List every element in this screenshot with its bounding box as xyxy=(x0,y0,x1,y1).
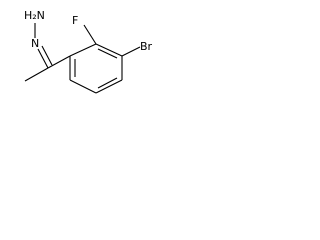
structure-canvas: H₂N N F Br xyxy=(0,0,170,107)
atom-label-h2n: H₂N xyxy=(24,9,45,22)
atom-label-f: F xyxy=(72,14,78,27)
molecule-structure: H₂N N F Br xyxy=(24,9,153,94)
bond-ring-inner-1 xyxy=(97,48,118,59)
atom-label-n: N xyxy=(31,37,39,50)
atom-label-br: Br xyxy=(140,40,153,53)
bond-c-f xyxy=(83,24,97,45)
bond-ring-c1-c2 xyxy=(69,43,97,57)
bonds xyxy=(24,23,141,94)
bond-c-br xyxy=(121,46,141,57)
bond-n-c-imine-double xyxy=(41,45,53,66)
bond-c-methyl xyxy=(24,67,49,82)
bond-ring-inner-2 xyxy=(97,77,118,89)
bond-ring-c2-c3 xyxy=(95,43,123,57)
bond-c-ring xyxy=(47,55,71,69)
atom-labels: H₂N N F Br xyxy=(24,9,153,53)
bond-n-c-imine xyxy=(37,48,49,69)
bond-ring-c4-c5 xyxy=(95,79,123,94)
bond-ring-c5-c6 xyxy=(69,79,97,94)
